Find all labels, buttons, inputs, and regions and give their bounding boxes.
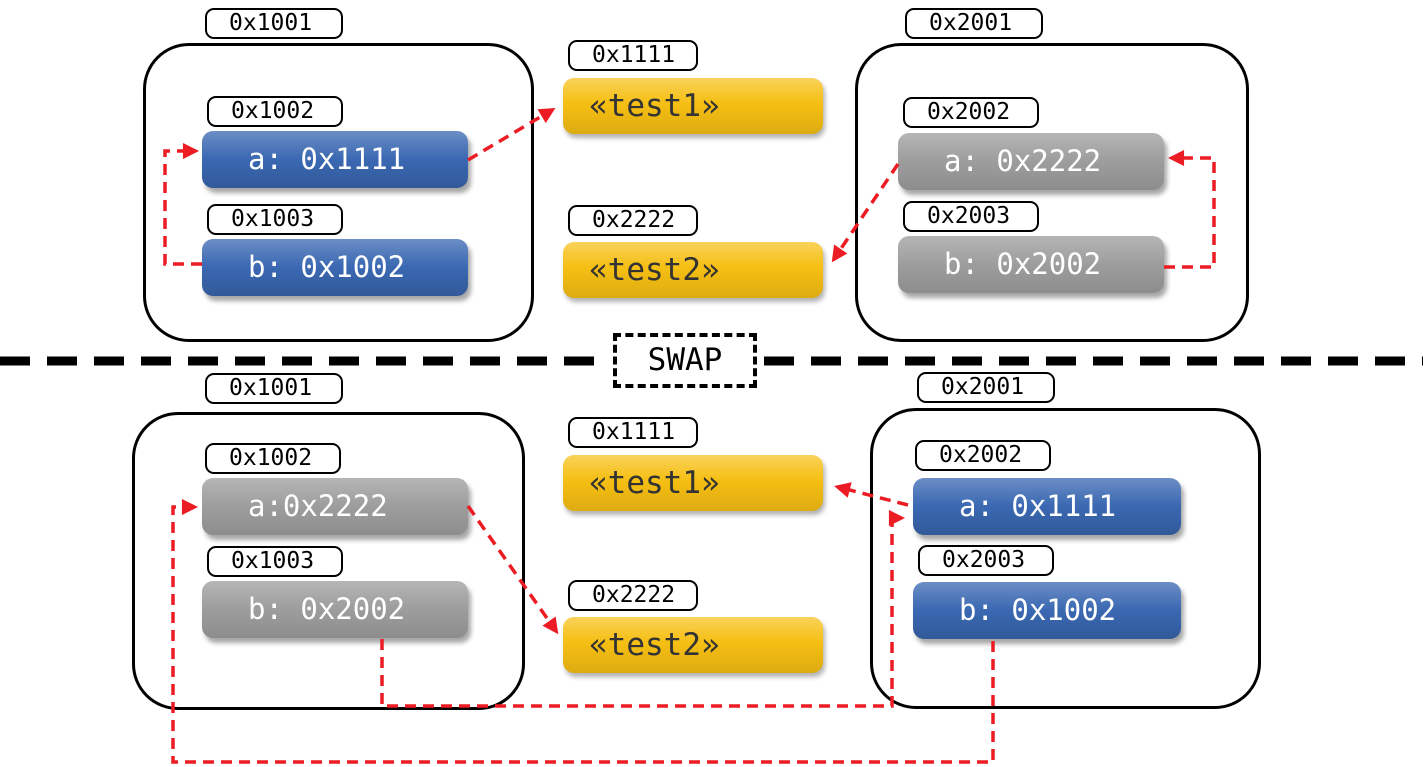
after-string2-value: «test2»: [563, 617, 823, 673]
after-frame1-slot-b-address: 0x1003: [207, 546, 343, 577]
before-string1-address: 0x1111: [568, 40, 698, 71]
after-frame2-slot-b-address: 0x2003: [918, 545, 1054, 576]
before-string2-value: «test2»: [563, 242, 823, 298]
swap-step-box: SWAP: [613, 333, 757, 388]
before-string1-value: «test1»: [563, 78, 823, 134]
before-frame2-slot-b-value: b: 0x2002: [898, 236, 1164, 293]
after-string2-address: 0x2222: [568, 580, 698, 611]
before-frame1: [143, 43, 534, 342]
before-frame2: [855, 43, 1249, 342]
before-frame1-slot-b-address: 0x1003: [207, 204, 343, 235]
after-frame2-slot-a-address: 0x2002: [915, 440, 1051, 471]
before-frame1-slot-a-value: a: 0x1111: [202, 131, 468, 188]
before-frame2-slot-a-value: a: 0x2222: [898, 133, 1164, 190]
before-frame1-slot-b-value: b: 0x1002: [202, 239, 468, 296]
after-frame2-slot-a-value: a: 0x1111: [913, 478, 1181, 535]
before-frame1-slot-a-address: 0x1002: [207, 96, 343, 127]
after-string1-value: «test1»: [563, 455, 823, 511]
after-frame1-slot-b-value: b: 0x2002: [202, 581, 468, 638]
after-frame1-address-tab: 0x1001: [205, 373, 343, 404]
before-frame1-address-tab: 0x1001: [205, 8, 343, 39]
after-frame1-slot-a-address: 0x1002: [205, 443, 341, 474]
before-frame2-address-tab: 0x2001: [905, 8, 1043, 39]
before-frame2-slot-b-address: 0x2003: [903, 201, 1039, 232]
before-string2-address: 0x2222: [568, 205, 698, 236]
after-frame2-slot-b-value: b: 0x1002: [913, 582, 1181, 639]
after-frame1-slot-a-value: a:0x2222: [202, 478, 468, 535]
before-frame2-slot-a-address: 0x2002: [903, 97, 1039, 128]
after-frame2-address-tab: 0x2001: [917, 372, 1055, 403]
after-string1-address: 0x1111: [568, 417, 698, 448]
